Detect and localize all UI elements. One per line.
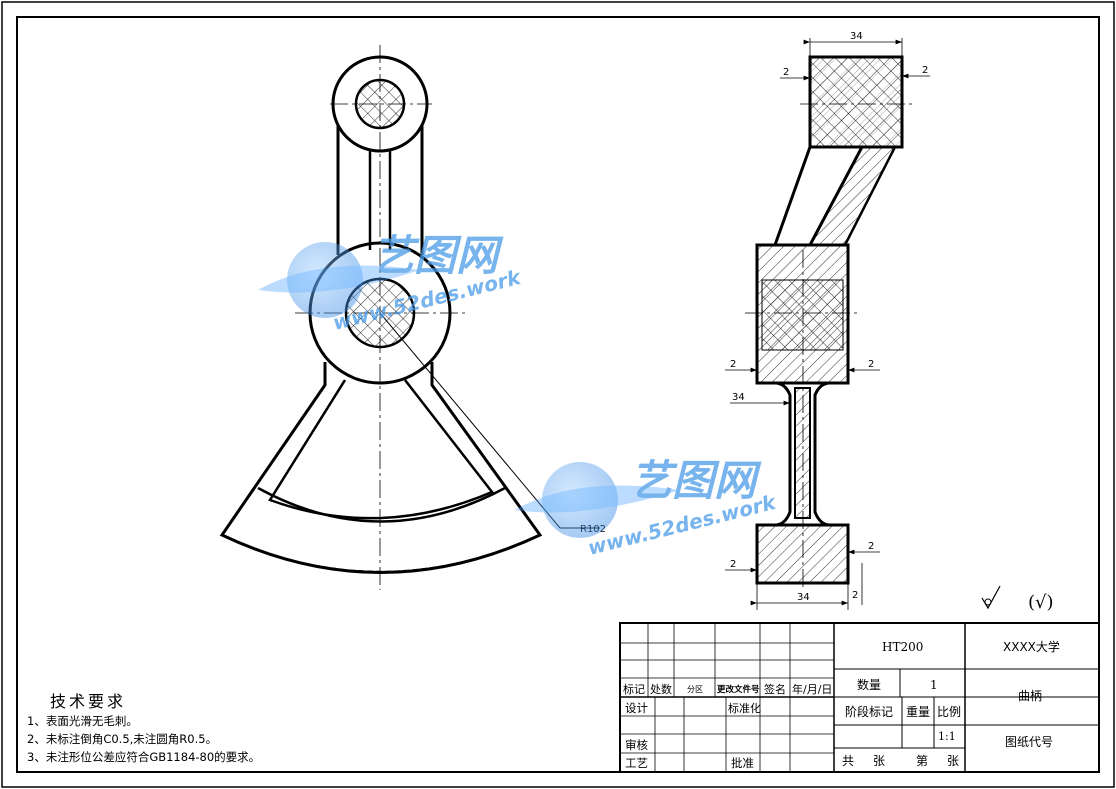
dim-top-left-gap: 2 (783, 67, 789, 78)
watermark-2: 艺图网 www.52des.work (515, 456, 779, 560)
quantity-label: 数量 (857, 677, 881, 692)
sheet-no-label: 第 (916, 754, 928, 768)
radius-leader (379, 312, 561, 529)
dim-mid-left-gap: 2 (730, 359, 736, 370)
sheets-unit-2: 张 (947, 754, 959, 768)
tech-item-3: 3、未注形位公差应符合GB1184-80的要求。 (27, 750, 260, 764)
dim-bottom-left-gap: 2 (730, 559, 736, 570)
process-label: 工艺 (625, 756, 648, 770)
scale-value: 1:1 (938, 730, 956, 743)
part-name: 曲柄 (1018, 689, 1042, 703)
dim-mid-width: 34 (732, 392, 745, 403)
rev-header-doc: 更改文件号 (717, 684, 760, 695)
tech-item-2: 2、未标注倒角C0.5,未注圆角R0.5。 (27, 732, 217, 746)
dim-mid-right-gap: 2 (868, 359, 874, 370)
rev-header-mark: 标记 (623, 682, 645, 696)
weight-label: 重量 (906, 705, 930, 719)
dim-top-right-gap: 2 (922, 65, 928, 76)
quantity-value: 1 (930, 678, 938, 692)
side-dimensions (725, 38, 930, 610)
inner-border (16, 16, 1100, 773)
watermark-brand-1: 艺图网 (372, 231, 504, 280)
standardization-label: 标准化 (728, 701, 761, 715)
roughness-general: (√) (1028, 592, 1054, 613)
dim-bottom-right-gap: 2 (868, 541, 874, 552)
dim-bottom-width: 34 (797, 592, 810, 603)
tech-title: 技术要求 (50, 692, 126, 711)
roughness-circle-icon (984, 598, 992, 606)
side-view (755, 55, 904, 585)
approval-label: 批准 (731, 756, 754, 770)
school-name: XXXX大学 (1003, 639, 1060, 654)
front-centerlines (295, 45, 465, 590)
rev-header-date: 年/月/日 (792, 682, 832, 696)
side-centerlines (745, 103, 912, 590)
title-block-grid (619, 622, 1100, 773)
dim-bottom-vertical: 2 (852, 590, 858, 601)
rev-header-zone: 分区 (687, 685, 703, 694)
scale-label: 比例 (937, 705, 961, 719)
sheets-unit-1: 张 (873, 754, 885, 768)
drawing-code: 图纸代号 (1005, 735, 1053, 749)
material-value: HT200 (882, 640, 923, 654)
rev-header-sign: 签名 (764, 682, 786, 696)
tech-item-1: 1、表面光滑无毛刺。 (27, 714, 138, 728)
rev-header-count: 处数 (650, 683, 672, 696)
designer-label: 设计 (625, 701, 648, 715)
sheets-total-label: 共 (842, 754, 854, 768)
dim-top-width: 34 (850, 31, 863, 42)
checker-label: 审核 (625, 738, 648, 752)
roughness-symbol-icon (981, 585, 1001, 610)
stage-label: 阶段标记 (845, 704, 893, 719)
watermark-brand-2: 艺图网 (630, 456, 762, 505)
